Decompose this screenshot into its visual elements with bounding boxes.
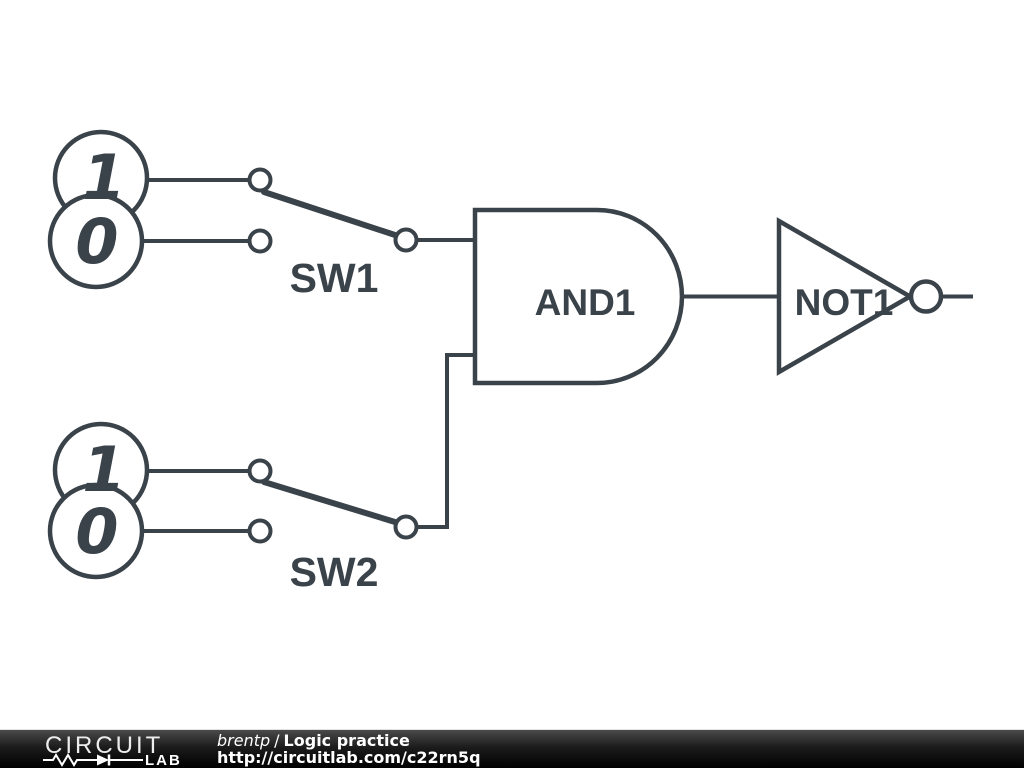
footer-bar: CIRCUIT LAB brentp/Logic practice http:/… bbox=[0, 729, 1024, 768]
circuitlab-logo: CIRCUIT LAB bbox=[43, 730, 213, 768]
not-gate[interactable]: NOT1 bbox=[776, 217, 973, 376]
switch-terminal-common bbox=[393, 227, 419, 253]
not-gate-label: NOT1 bbox=[795, 282, 894, 323]
credit-line: brentp/Logic practice bbox=[217, 731, 481, 750]
circuitlab-wordmark: CIRCUIT bbox=[45, 732, 164, 759]
switch-sw2[interactable]: 1 0 SW2 bbox=[47, 353, 475, 595]
source-high-digit: 1 bbox=[82, 141, 125, 214]
switch-label-sw1: SW1 bbox=[290, 255, 379, 301]
wire bbox=[417, 353, 475, 529]
and-gate-body[interactable] bbox=[472, 207, 685, 386]
switch-terminal-low bbox=[247, 228, 273, 254]
switch-terminal-high bbox=[247, 458, 273, 484]
switch-terminal-common bbox=[393, 514, 419, 540]
and-gate-label: AND1 bbox=[535, 282, 636, 323]
switch-lever-sw1[interactable] bbox=[261, 189, 398, 238]
switch-sw1[interactable]: 1 0 SW1 bbox=[47, 129, 475, 301]
credits-block: brentp/Logic practice http://circuitlab.… bbox=[217, 731, 481, 767]
source-low-digit: 0 bbox=[75, 205, 118, 278]
project-url: http://circuitlab.com/c22rn5q bbox=[217, 747, 481, 767]
credit-separator: / bbox=[274, 731, 280, 750]
switch-terminal-high bbox=[247, 167, 273, 193]
switch-terminal-low bbox=[247, 518, 273, 544]
circuitlab-lab-word: LAB bbox=[145, 751, 182, 768]
not-gate-body[interactable] bbox=[776, 217, 915, 376]
source-low-digit: 0 bbox=[75, 495, 118, 568]
switch-lever-sw2[interactable] bbox=[261, 479, 398, 525]
project-title: Logic practice bbox=[283, 731, 410, 750]
source-high-digit: 1 bbox=[82, 433, 125, 506]
switch-label-sw2: SW2 bbox=[290, 549, 379, 595]
author-name: brentp bbox=[217, 731, 271, 750]
not-gate-bubble bbox=[908, 279, 944, 314]
resistor-diode-icon bbox=[43, 753, 143, 767]
schematic-canvas: 1 0 SW1 1 0 bbox=[47, 129, 973, 595]
and-gate[interactable]: AND1 bbox=[472, 207, 685, 386]
